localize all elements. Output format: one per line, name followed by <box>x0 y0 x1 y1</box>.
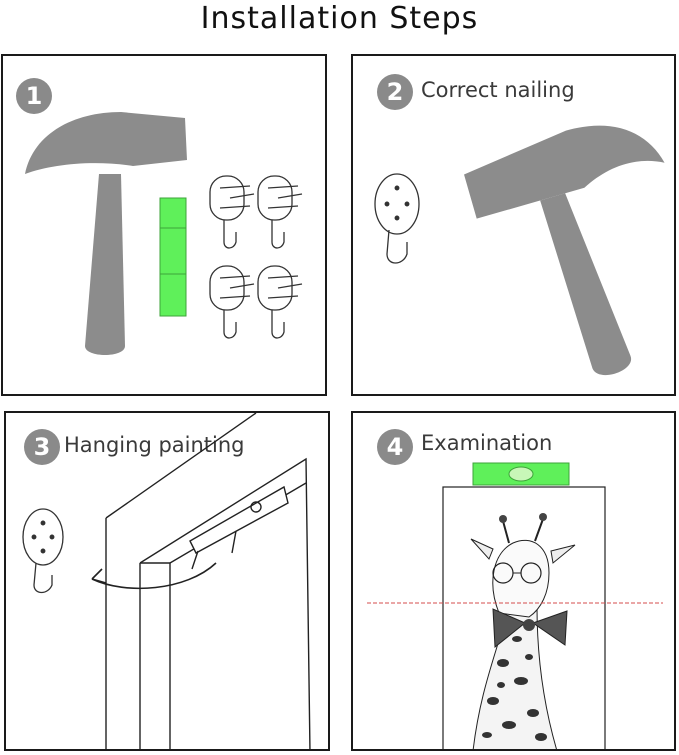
step-3-label: Hanging painting <box>64 433 245 457</box>
level-icon <box>159 197 187 317</box>
hammer-icon <box>464 125 665 376</box>
step-3-panel: 3 Hanging painting <box>4 411 330 751</box>
step-2-panel: 2 Correct nailing <box>351 54 676 396</box>
hook-icon <box>209 175 303 339</box>
rotate-arrow-icon <box>91 562 217 590</box>
giraffe-painting-icon <box>367 462 663 749</box>
step-1-badge: 1 <box>16 78 52 114</box>
door-frame-icon <box>105 413 311 749</box>
step-4-panel: 4 Examination <box>351 411 676 751</box>
step-4-label: Examination <box>421 431 553 455</box>
hook-icon <box>374 173 420 264</box>
step-4-badge: 4 <box>377 429 413 465</box>
step-2-badge: 2 <box>377 74 413 110</box>
hammer-icon <box>25 112 187 355</box>
step-1-panel: 1 <box>1 54 327 396</box>
step-3-badge: 3 <box>24 429 60 465</box>
hook-icon <box>22 508 64 594</box>
step-2-label: Correct nailing <box>421 78 575 102</box>
page-title: Installation Steps <box>200 1 479 36</box>
